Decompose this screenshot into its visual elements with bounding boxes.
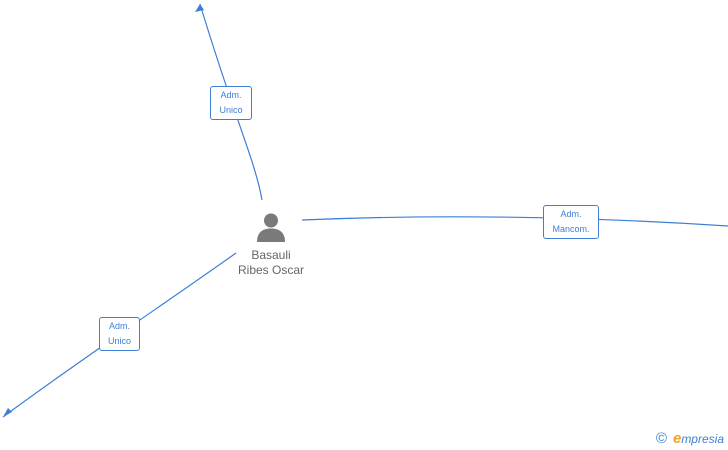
relation-label-bottom-left[interactable]: Adm. Unico (99, 317, 140, 351)
relation-label-top[interactable]: Adm. Unico (210, 86, 252, 120)
person-name-line1: Basauli (251, 248, 291, 262)
arrow-bottom-left-icon (3, 408, 12, 417)
relation-label-line2: Unico (219, 105, 243, 115)
edge-to-top-company (199, 3, 263, 201)
brand-name: mpresia (681, 431, 724, 446)
brand-letter-e: e (672, 430, 682, 447)
copyright-icon: © (655, 430, 667, 447)
relation-label-line2: Mancom. (552, 224, 590, 234)
edge-to-right-company (301, 216, 728, 227)
relation-label-line1: Adm. (220, 90, 242, 100)
person-node[interactable]: Basauli Ribes Oscar (230, 212, 312, 278)
relation-label-right[interactable]: Adm. Mancom. (543, 205, 599, 239)
person-name-line2: Ribes Oscar (237, 263, 305, 277)
person-icon (257, 213, 285, 242)
arrow-top-icon (195, 4, 204, 12)
relation-label-line2: Unico (107, 336, 131, 346)
relation-label-line1: Adm. (560, 209, 582, 219)
relation-label-line1: Adm. (108, 321, 130, 331)
